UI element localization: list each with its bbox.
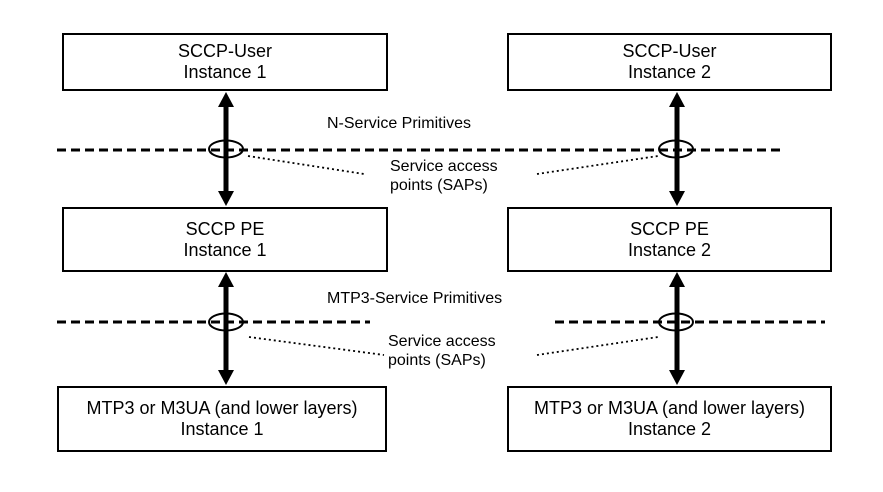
sap-ellipse-upper-left [208,139,244,159]
node-subtitle: Instance 1 [183,62,267,82]
interface-arrow-lower-right [669,272,685,385]
node-sccp-user-instance-1: SCCP-User Instance 1 [62,33,388,91]
node-sccp-pe-instance-2: SCCP PE Instance 2 [507,207,832,272]
node-subtitle: Instance 2 [627,62,712,82]
label-sap-upper-line2: points (SAPs) [390,177,488,194]
sap-leader-lower-left [248,336,385,356]
node-subtitle: Instance 1 [180,419,264,439]
interface-arrow-upper-right [669,92,685,206]
node-subtitle: Instance 2 [627,419,712,439]
node-subtitle: Instance 1 [183,239,267,260]
sap-leader-lower-right [536,336,659,356]
node-title: SCCP PE [630,218,709,239]
node-sccp-pe-instance-1: SCCP PE Instance 1 [62,207,388,272]
node-mtp3-m3ua-instance-2: MTP3 or M3UA (and lower layers) Instance… [507,386,832,452]
node-title: SCCP-User [622,41,717,61]
sap-leader-upper-left [247,155,365,175]
label-sap-lower-line1: Service access [388,333,496,350]
sap-ellipse-upper-right [658,139,694,159]
node-title: SCCP PE [185,218,265,239]
sap-leader-upper-right [536,155,659,175]
node-title: MTP3 or M3UA (and lower layers) [533,398,806,418]
interface-arrow-lower-left [218,272,234,385]
node-subtitle: Instance 2 [627,239,712,260]
node-mtp3-m3ua-instance-1: MTP3 or M3UA (and lower layers) Instance… [57,386,387,452]
node-title: MTP3 or M3UA (and lower layers) [86,398,358,418]
node-title: SCCP-User [177,41,272,61]
sap-ellipse-lower-left [208,312,244,332]
sap-ellipse-lower-right [658,312,694,332]
label-sap-upper: Service access points (SAPs) [390,157,498,195]
label-mtp3-service-primitives: MTP3-Service Primitives [327,290,503,307]
interface-arrow-upper-left [218,92,234,206]
label-sap-lower-line2: points (SAPs) [388,352,486,369]
label-n-service-primitives: N-Service Primitives [327,115,472,132]
node-sccp-user-instance-2: SCCP-User Instance 2 [507,33,832,91]
label-sap-upper-line1: Service access [390,158,498,175]
label-sap-lower: Service access points (SAPs) [388,332,496,370]
